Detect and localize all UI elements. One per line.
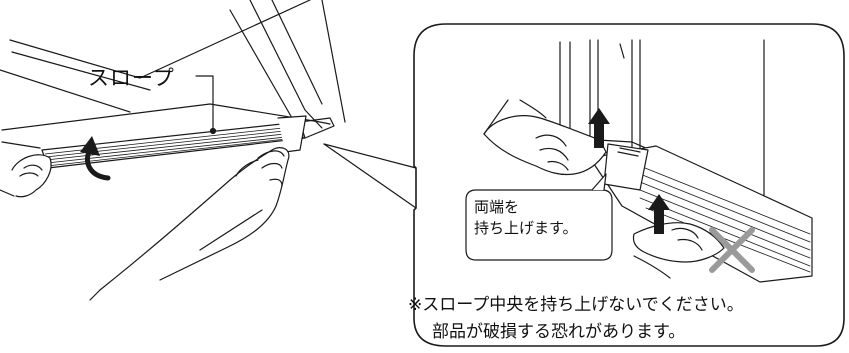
overview-illustration (0, 0, 417, 301)
callout-text: 両端を 持ち上げます。 (474, 197, 578, 239)
up-arrow-icon (588, 108, 610, 148)
up-arrow-icon (648, 194, 670, 234)
caution-note-line-1: ※スロープ中央を持ち上げないでください。 (408, 295, 744, 315)
callout-line-1: 両端を (474, 198, 520, 216)
x-mark-icon (709, 227, 755, 273)
caution-note-line-2: 部品が破損する恐れがあります。 (432, 322, 686, 342)
curved-arrow-icon (80, 136, 111, 181)
slope-label: スロープ (88, 66, 175, 90)
callout-line-2: 持ち上げます。 (474, 219, 578, 237)
detail-illustration (465, 39, 813, 283)
